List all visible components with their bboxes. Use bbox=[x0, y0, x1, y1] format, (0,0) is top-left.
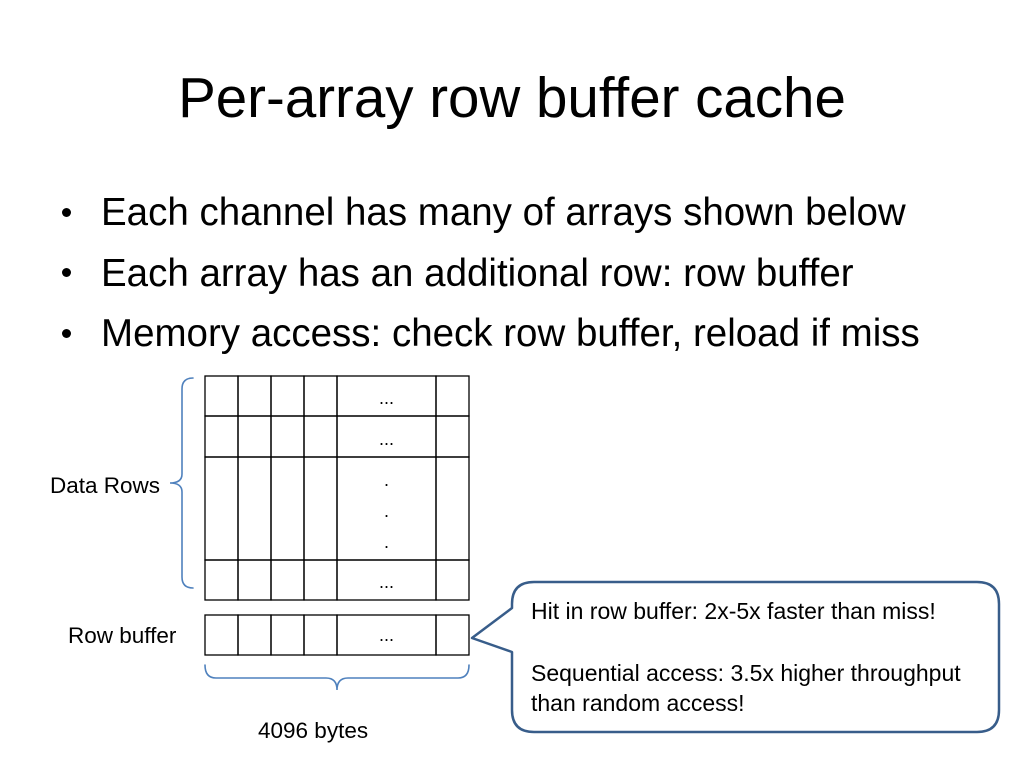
array-cell bbox=[204, 559, 239, 601]
data-rows-brace bbox=[169, 377, 194, 589]
row-buffer-grid bbox=[204, 614, 470, 656]
data-row bbox=[204, 456, 470, 561]
array-cell bbox=[435, 375, 470, 417]
bullet-text: Each channel has many of arrays shown be… bbox=[101, 191, 906, 234]
array-cell bbox=[435, 456, 470, 561]
data-rows-label: Data Rows bbox=[50, 473, 161, 498]
vertical-dot: . bbox=[384, 470, 389, 490]
array-cell bbox=[303, 456, 338, 561]
bullet-icon bbox=[62, 268, 71, 277]
width-brace bbox=[204, 664, 470, 691]
bullet-text: Each array has an additional row: row bu… bbox=[101, 251, 854, 295]
array-cell bbox=[237, 456, 272, 561]
bullet-icon bbox=[62, 207, 71, 217]
array-cell bbox=[270, 415, 305, 458]
row-buffer-cell bbox=[303, 614, 338, 656]
callout-bubble bbox=[470, 580, 1001, 734]
bullet-item: Each channel has many of arrays shown be… bbox=[0, 183, 1024, 244]
array-cell bbox=[303, 375, 338, 417]
cell-ellipsis: ... bbox=[379, 429, 394, 449]
callout-text-line: Hit in row buffer: 2x-5x faster than mis… bbox=[531, 598, 936, 624]
bullet-icon bbox=[62, 328, 71, 338]
data-row bbox=[204, 559, 470, 601]
array-cell bbox=[237, 415, 272, 458]
array-cell bbox=[204, 375, 239, 417]
callout-text-line: than random access! bbox=[531, 690, 745, 716]
data-rows-grid bbox=[204, 375, 470, 601]
data-row bbox=[204, 415, 470, 458]
array-cell bbox=[303, 415, 338, 458]
array-cell bbox=[270, 375, 305, 417]
slide-title: Per-array row buffer cache bbox=[178, 66, 846, 129]
array-cell bbox=[435, 415, 470, 458]
bullet-list: Each channel has many of arrays shown be… bbox=[0, 183, 1024, 365]
array-cell bbox=[270, 456, 305, 561]
row-buffer-row bbox=[204, 614, 470, 656]
array-cell bbox=[237, 375, 272, 417]
cell-ellipsis: ... bbox=[379, 572, 394, 592]
array-cell bbox=[237, 559, 272, 601]
vertical-dot: . bbox=[384, 501, 389, 521]
row-buffer-cell bbox=[270, 614, 305, 656]
data-row bbox=[204, 375, 470, 417]
row-buffer-cell bbox=[237, 614, 272, 656]
width-label: 4096 bytes bbox=[258, 718, 369, 743]
row-buffer-ellipsis: ... bbox=[379, 625, 394, 645]
array-cell bbox=[270, 559, 305, 601]
callout-text-line: Sequential access: 3.5x higher throughpu… bbox=[531, 660, 961, 686]
vertical-dot: . bbox=[384, 532, 389, 552]
array-cell bbox=[435, 559, 470, 601]
bullet-item: Each array has an additional row: row bu… bbox=[0, 244, 1024, 305]
bullet-text: Memory access: check row buffer, reload … bbox=[101, 312, 920, 355]
row-buffer-cell bbox=[435, 614, 470, 656]
array-cell bbox=[303, 559, 338, 601]
row-buffer-cell bbox=[204, 614, 239, 656]
row-buffer-label: Row buffer bbox=[68, 623, 177, 648]
array-cell bbox=[204, 456, 239, 561]
array-cell bbox=[204, 415, 239, 458]
bullet-item: Memory access: check row buffer, reload … bbox=[0, 304, 1024, 365]
cell-ellipsis: ... bbox=[379, 388, 394, 408]
